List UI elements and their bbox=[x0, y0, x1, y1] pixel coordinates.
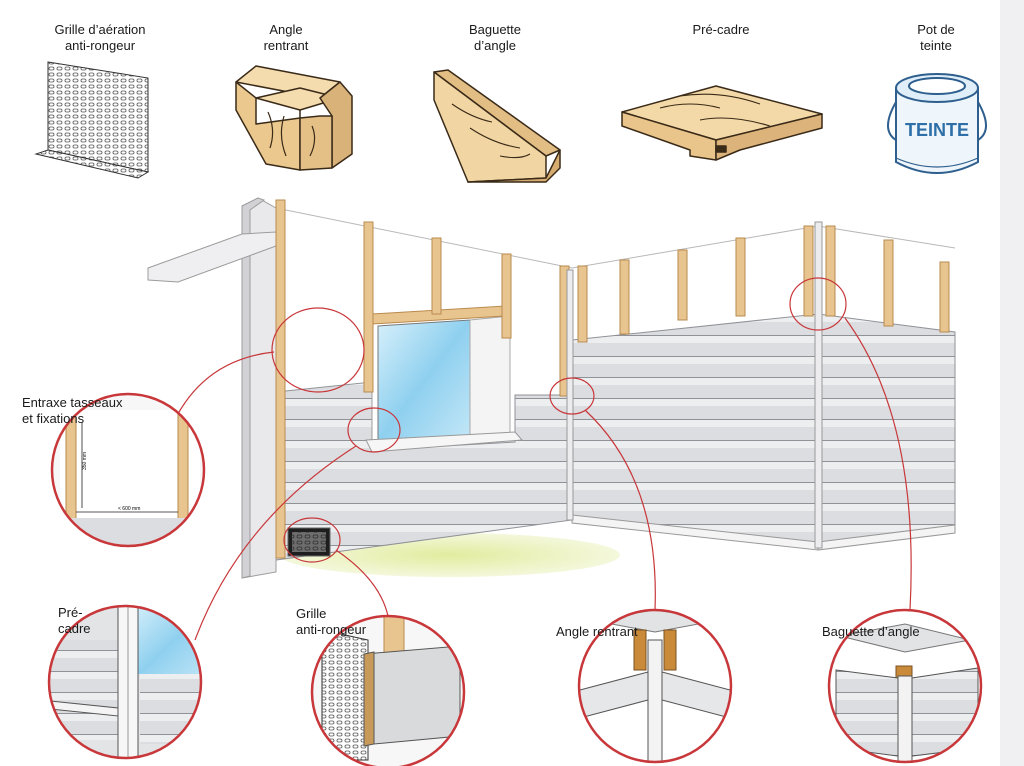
label-angle-rentrant: Angle rentrant bbox=[263, 22, 309, 53]
grille-illustration bbox=[34, 61, 150, 179]
entraxe-horizontal-dim: < 600 mm bbox=[118, 506, 140, 512]
return-wall-siding bbox=[817, 313, 956, 549]
label-detail-baguette: Baguette d’angle bbox=[822, 624, 920, 639]
inner-corner-trim bbox=[566, 269, 574, 521]
right-wall-siding bbox=[571, 313, 819, 549]
paint-pot-illustration bbox=[887, 73, 987, 174]
label-detail-pre-cadre: Pré- cadre bbox=[58, 605, 91, 636]
right-margin-strip bbox=[1000, 0, 1024, 766]
diagram-svg: 350 mm < 600 mm bbox=[34, 61, 987, 766]
detail-baguette bbox=[827, 608, 983, 764]
angle-rentrant-illustration bbox=[235, 65, 353, 171]
label-detail-grille: Grille anti-rongeur bbox=[296, 606, 367, 637]
label-baguette: Baguette d’angle bbox=[468, 22, 522, 53]
pre-cadre-illustration bbox=[621, 85, 823, 161]
detail-entraxe: 350 mm < 600 mm bbox=[50, 392, 206, 548]
label-grille: Grille d’aération anti-rongeur bbox=[54, 22, 146, 53]
detail-grille bbox=[310, 614, 466, 766]
battens bbox=[275, 199, 950, 559]
label-detail-entraxe: Entraxe tasseaux et fixations bbox=[22, 395, 123, 426]
paint-pot-label: TEINTE bbox=[905, 120, 969, 140]
entraxe-vertical-dim: 350 mm bbox=[82, 452, 88, 470]
label-pot: Pot de teinte bbox=[917, 22, 955, 53]
label-pre-cadre: Pré-cadre bbox=[692, 22, 750, 37]
detail-pre-cadre bbox=[47, 604, 203, 760]
outer-corner-trim bbox=[814, 221, 823, 549]
window bbox=[365, 305, 524, 453]
callout-markers bbox=[169, 277, 912, 641]
label-detail-angle-rentrant: Angle rentrant bbox=[556, 624, 638, 639]
baguette-illustration bbox=[433, 69, 561, 183]
